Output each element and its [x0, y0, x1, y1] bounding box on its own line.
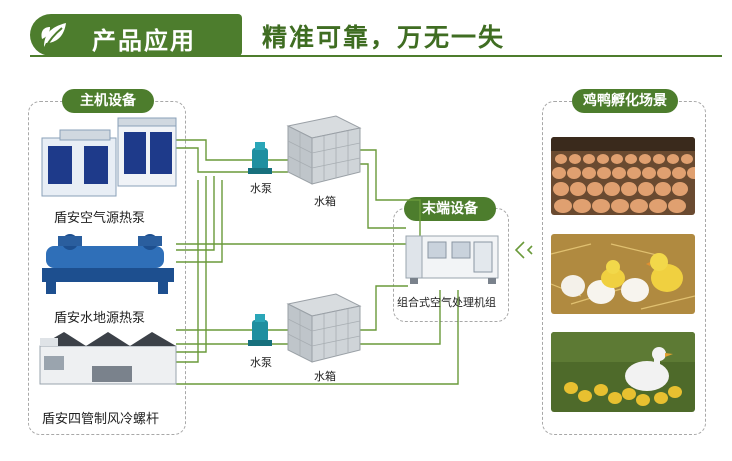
hatching-chicks-photo: [551, 234, 695, 314]
air-cooled-screw-chiller-icon: [39, 332, 177, 385]
egg-trays-photo: [551, 137, 695, 215]
air-handling-unit-icon: [405, 235, 499, 284]
air-source-heat-pump-caption: 盾安空气源热泵: [54, 211, 146, 226]
water-pump-icon-lower: [248, 314, 272, 346]
water-pump-icon-upper: [248, 142, 272, 174]
pump-label-upper: 水泵: [250, 182, 272, 195]
section-title: 产品应用: [92, 27, 196, 55]
duck-with-ducklings-photo: [551, 332, 695, 412]
water-tank-icon-upper: [286, 115, 362, 185]
header-pill: [30, 14, 242, 56]
water-source-heat-pump-caption: 盾安水地源热泵: [54, 311, 146, 326]
tank-label-lower: 水箱: [314, 370, 336, 383]
leaf-icon: [41, 23, 66, 48]
screw-chiller-caption: 盾安四管制风冷螺杆: [42, 412, 160, 427]
pipe-lines: [176, 139, 459, 385]
water-tank-icon-lower: [286, 293, 362, 363]
tank-label-upper: 水箱: [314, 195, 336, 208]
header-underline: [30, 55, 722, 57]
air-handling-unit-caption: 组合式空气处理机组: [397, 296, 496, 309]
flow-arrow-icon: [514, 241, 533, 259]
incubation-scene-label: 鸡鸭孵化场景: [572, 89, 678, 113]
pump-label-lower: 水泵: [250, 356, 272, 369]
host-equipment-label: 主机设备: [62, 89, 154, 113]
air-source-heat-pump-icon: [41, 117, 177, 197]
water-source-heat-pump-icon: [42, 234, 174, 294]
section-tagline: 精准可靠，万无一失: [262, 23, 506, 52]
